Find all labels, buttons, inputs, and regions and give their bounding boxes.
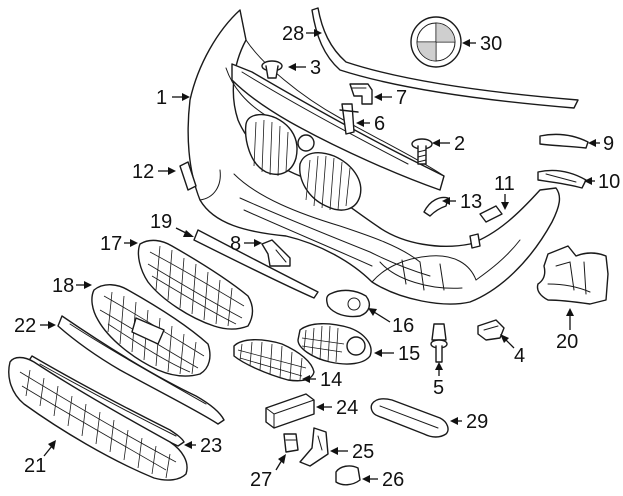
callout-11-label: 11: [494, 173, 515, 195]
callout-25: 25: [330, 441, 374, 463]
part-10-reflector: [537, 169, 587, 189]
callout-20: 20: [556, 308, 578, 353]
part-18-mesh-grille: [91, 284, 211, 377]
callout-18-label: 18: [52, 275, 74, 297]
callout-15: 15: [374, 343, 420, 365]
callout-18: 18: [52, 275, 92, 297]
callout-3-label: 3: [310, 57, 321, 79]
callout-9-label: 9: [603, 133, 614, 155]
callout-28-label: 28: [282, 23, 304, 45]
callout-5: 5: [433, 362, 444, 399]
callout-13-label: 13: [460, 191, 482, 213]
part-2-screw: [411, 138, 433, 165]
part-3-clip: [261, 60, 283, 79]
callout-9: 9: [588, 133, 614, 155]
callout-4-label: 4: [514, 345, 525, 367]
callout-2-label: 2: [454, 133, 465, 155]
callout-30: 30: [462, 33, 502, 55]
part-28-trim-strip: [311, 7, 579, 109]
callout-27: 27: [250, 454, 286, 491]
part-15-fog-grille: [297, 323, 372, 365]
callout-23-label: 23: [200, 435, 222, 457]
callout-1-label: 1: [156, 87, 167, 109]
callout-19-label: 19: [150, 211, 172, 233]
part-1-bumper-cover: [187, 9, 561, 305]
callout-16-label: 16: [392, 315, 414, 337]
part-11-cover: [479, 205, 503, 223]
part-14-side-grille: [233, 339, 315, 382]
callout-22-label: 22: [14, 315, 36, 337]
part-24-sensor-box: [265, 393, 315, 429]
callout-4: 4: [500, 334, 525, 367]
callout-27-label: 27: [250, 469, 272, 491]
callout-8-label: 8: [230, 233, 241, 255]
callout-19: 19: [150, 211, 194, 237]
callout-12: 12: [132, 161, 176, 183]
callout-2: 2: [432, 133, 465, 155]
callout-1: 1: [156, 87, 190, 109]
part-7-bracket: [349, 83, 373, 105]
part-16-bezel: [325, 289, 371, 318]
callout-6: 6: [356, 113, 385, 135]
callout-15-label: 15: [398, 343, 420, 365]
part-21-absorber: [8, 356, 188, 481]
part-26-sensor: [335, 465, 361, 486]
callout-12-label: 12: [132, 161, 154, 183]
callout-26: 26: [362, 469, 404, 491]
callout-22: 22: [14, 315, 56, 337]
part-12-cover: [179, 161, 197, 191]
callout-5-label: 5: [433, 377, 444, 399]
callout-7-label: 7: [396, 87, 407, 109]
callout-26-label: 26: [382, 469, 404, 491]
part-30-emblem: [410, 16, 462, 68]
callout-11: 11: [494, 173, 515, 210]
part-9-reflector: [539, 133, 589, 149]
callout-10: 10: [584, 171, 620, 193]
part-5-push-clip: [430, 323, 448, 363]
callout-21: 21: [24, 440, 56, 477]
part-17-mesh-grille: [137, 239, 254, 330]
part-4-bracket: [477, 319, 505, 341]
callout-29-label: 29: [466, 411, 488, 433]
callout-16: 16: [368, 308, 414, 337]
callout-30-label: 30: [480, 33, 502, 55]
callout-13: 13: [442, 191, 482, 213]
part-27-clip: [283, 433, 299, 453]
callout-14-label: 14: [320, 369, 342, 391]
part-20-air-duct: [536, 245, 609, 305]
callout-29: 29: [450, 411, 488, 433]
callout-25-label: 25: [352, 441, 374, 463]
callout-3: 3: [288, 57, 321, 79]
callout-24: 24: [316, 397, 358, 419]
part-6-bracket: [339, 103, 359, 135]
callout-17: 17: [100, 233, 138, 255]
part-25-bracket: [299, 427, 329, 467]
part-29-plate-trim: [370, 398, 449, 438]
part-22-support: [57, 315, 225, 425]
callout-21-label: 21: [24, 455, 46, 477]
part-8-bracket: [261, 239, 291, 267]
callout-24-label: 24: [336, 397, 358, 419]
part-19-strip: [193, 229, 319, 299]
callout-8: 8: [230, 233, 262, 255]
callout-28: 28: [282, 23, 322, 45]
callout-6-label: 6: [374, 113, 385, 135]
part-13-bracket: [423, 196, 449, 217]
callout-14: 14: [302, 369, 342, 391]
callout-7: 7: [374, 87, 407, 109]
callout-10-label: 10: [598, 171, 620, 193]
callout-17-label: 17: [100, 233, 122, 255]
callout-20-label: 20: [556, 331, 578, 353]
callout-23: 23: [184, 435, 222, 457]
